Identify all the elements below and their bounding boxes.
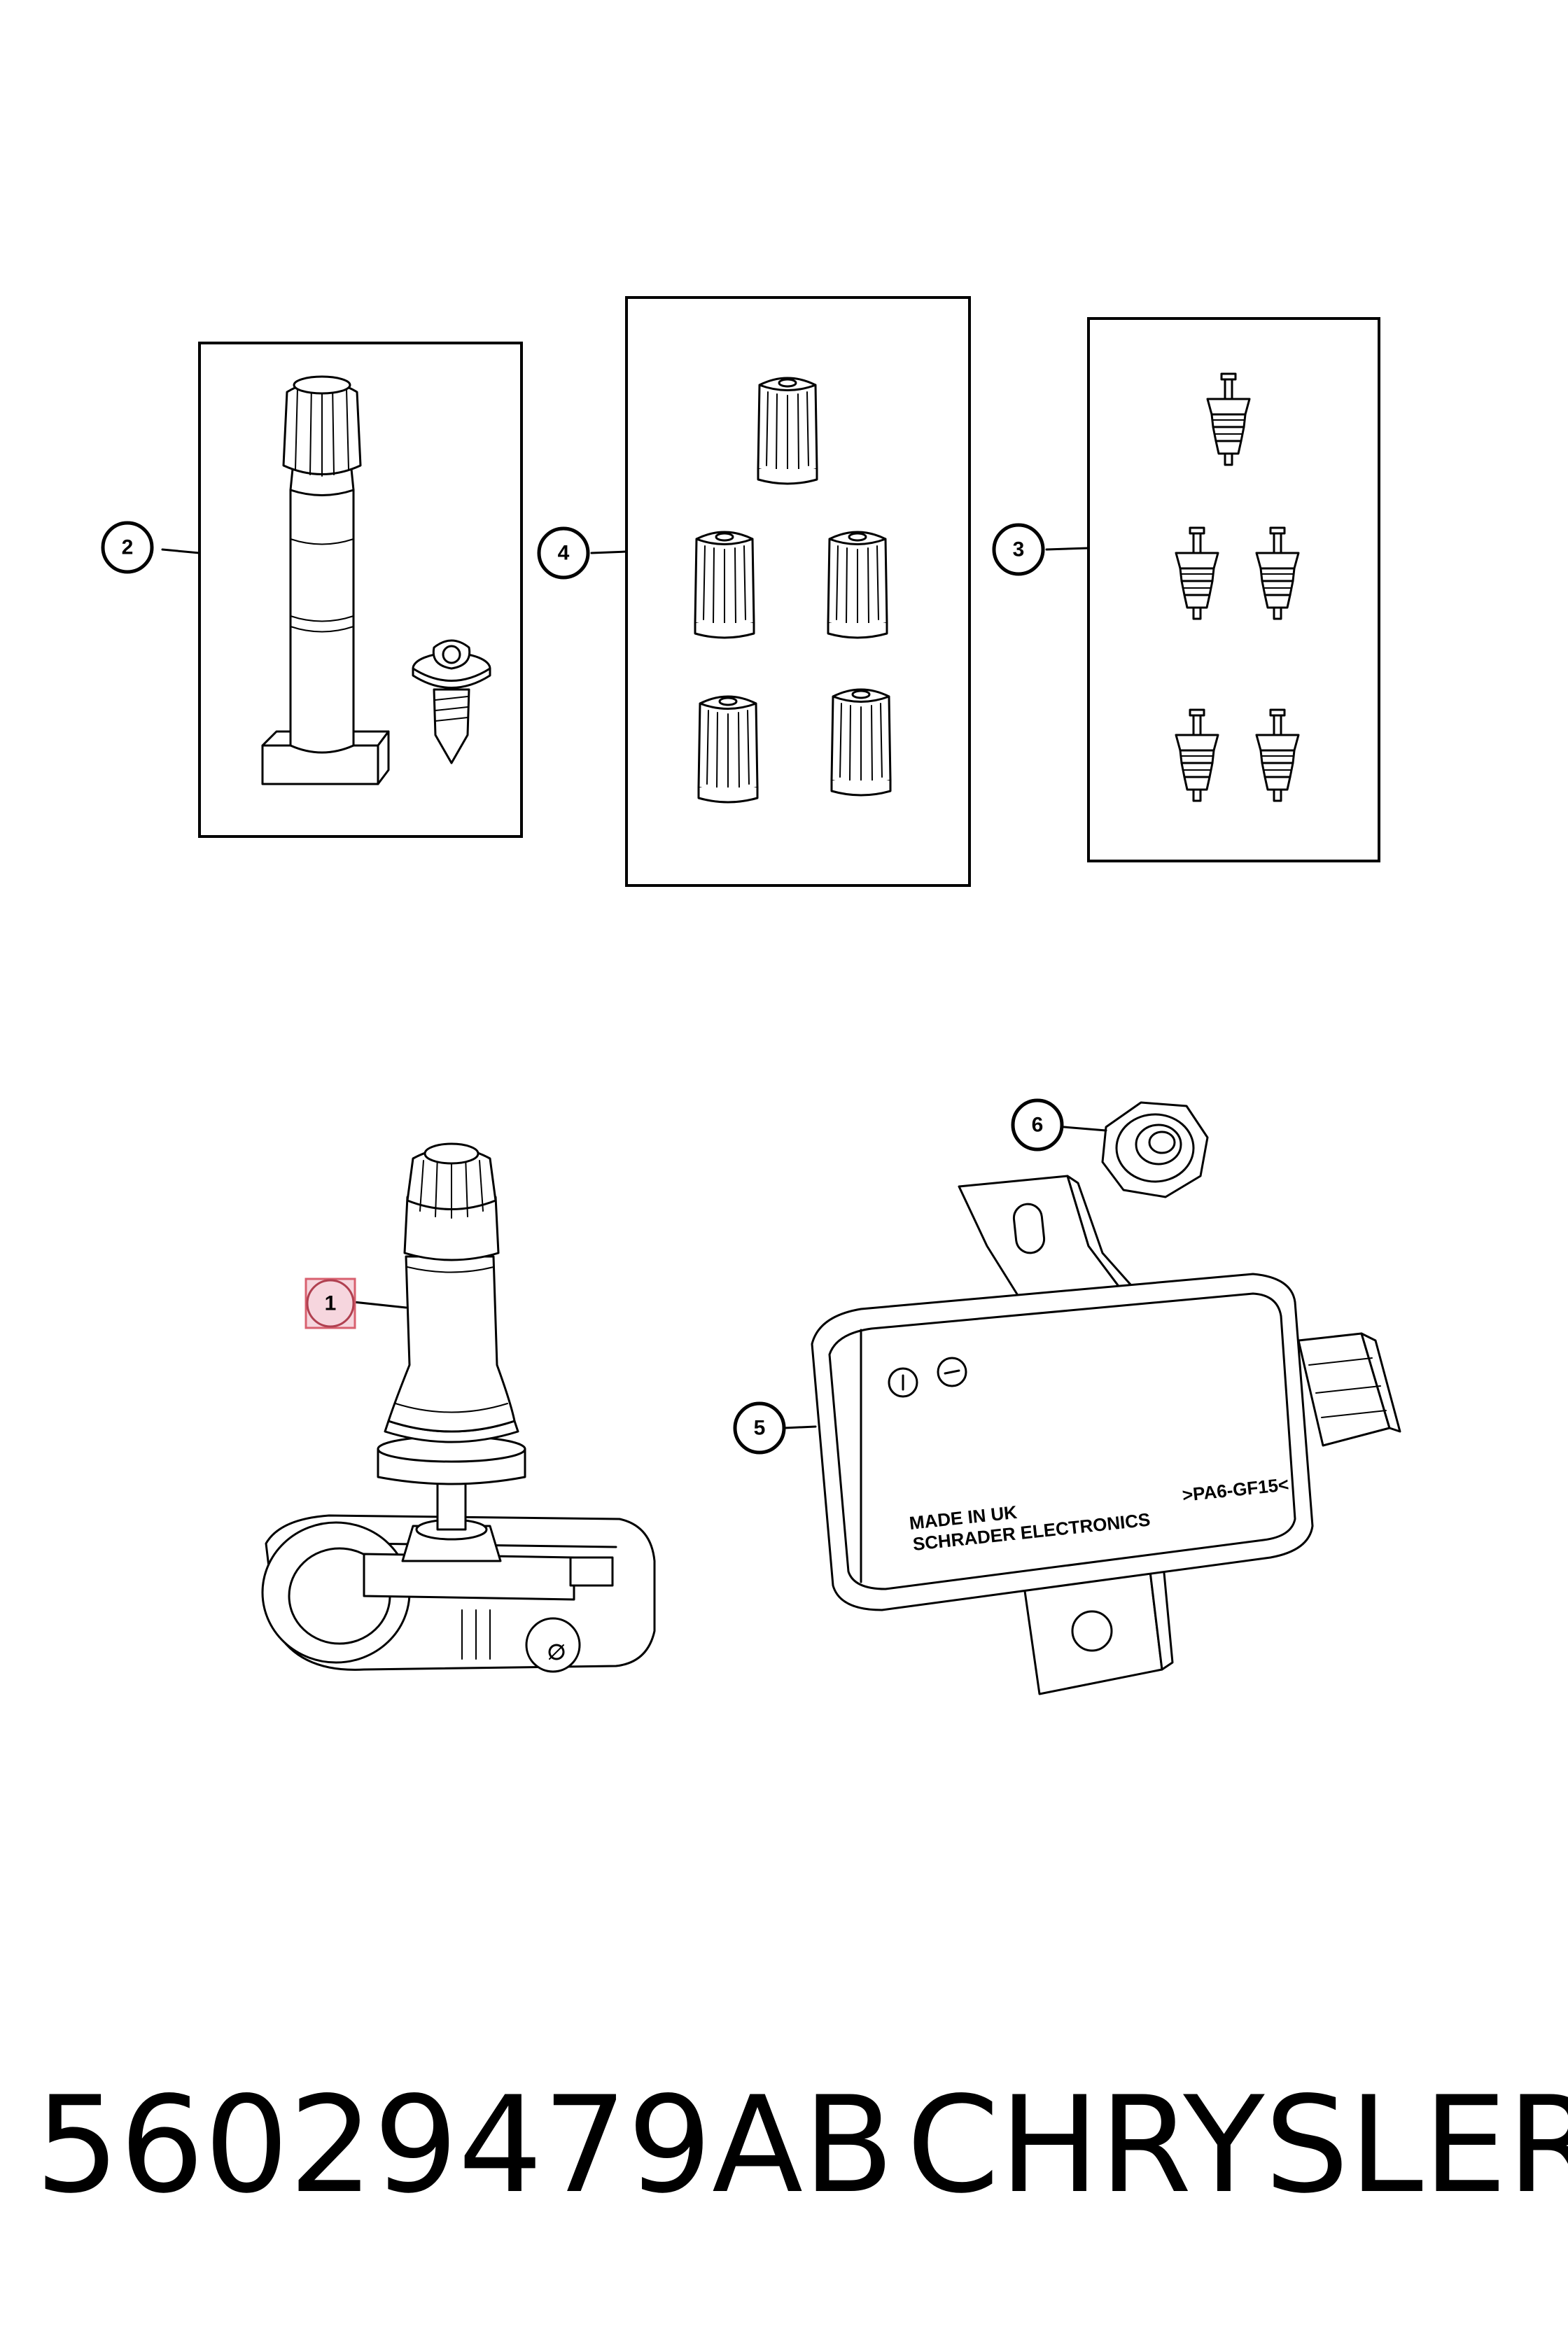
callout-3-label: 3 [1013,538,1025,561]
callout-2-label: 2 [122,536,134,559]
group-box-valve-cores [1087,317,1380,862]
callout-4[interactable]: 4 [537,526,590,580]
callout-6[interactable]: 6 [1011,1098,1064,1152]
valve-cores [1175,372,1300,802]
callout-1[interactable]: 1 [304,1278,356,1329]
callout-5[interactable]: 5 [733,1401,786,1455]
callout-4-label: 4 [558,542,570,565]
callout-1-label: 1 [325,1292,337,1315]
brand-name: CHRYSLER [906,2068,1568,2222]
valve-caps [694,377,892,804]
callout-3[interactable]: 3 [992,523,1045,576]
tpms-sensor [261,1142,656,1673]
part-number: 56029479AB [35,2068,895,2222]
hex-nut [1101,1101,1209,1198]
group-box-valve-caps [625,296,971,887]
group-box-valve-stem [198,342,523,838]
tpms-receiver-module: MADE IN UK SCHRADER ELECTRONICS >PA6-GF1… [811,1175,1401,1695]
callout-6-label: 6 [1032,1114,1044,1137]
callout-2[interactable]: 2 [101,521,154,574]
callout-5-label: 5 [754,1417,766,1440]
valve-stem-kit [261,375,491,785]
